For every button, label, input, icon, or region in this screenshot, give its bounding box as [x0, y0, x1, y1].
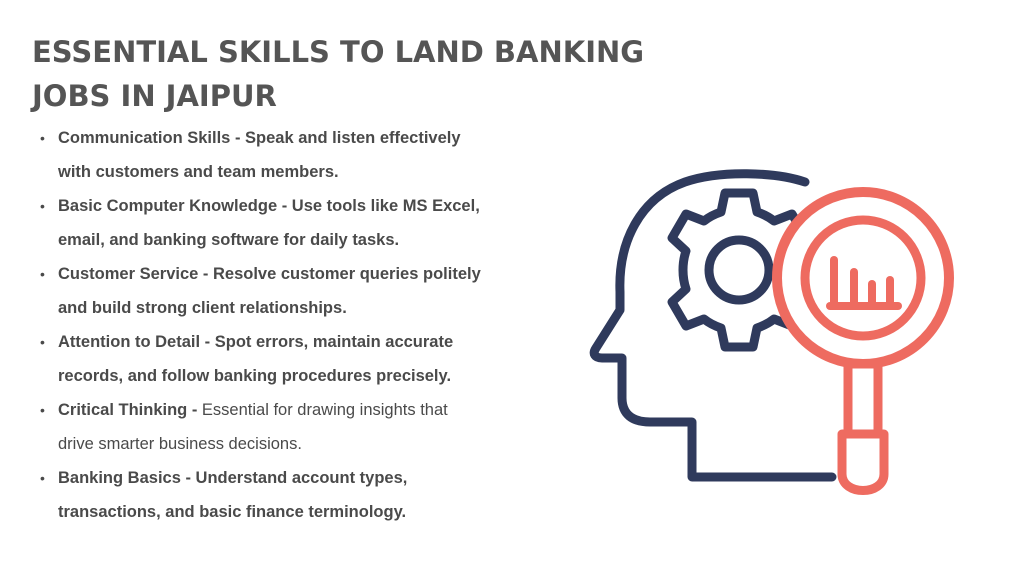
skill-description: - Speak and listen effectively: [230, 129, 461, 147]
skill-description-continued: records, and follow banking procedures p…: [58, 367, 452, 385]
skill-description-continued: transactions, and basic finance terminol…: [58, 503, 407, 521]
page-title-line-2: JOBS IN JAIPUR: [32, 79, 277, 113]
skill-description: Essential for drawing insights that: [197, 401, 448, 419]
bar-chart-icon: [826, 256, 902, 310]
skill-description: - Resolve customer queries politely: [198, 265, 481, 283]
skill-item-banking-basics: • Banking Basics - Understand account ty…: [40, 461, 540, 529]
skill-item-attention-to-detail: • Attention to Detail - Spot errors, mai…: [40, 325, 540, 393]
skill-name: Attention to Detail: [58, 333, 201, 351]
head-gear-magnifier-chart-icon: [589, 169, 954, 495]
magnifying-glass-icon: [772, 187, 954, 495]
bullet-icon: •: [40, 130, 45, 146]
head-outline: [589, 169, 837, 482]
skill-description: - Spot errors, maintain accurate: [200, 333, 454, 351]
bullet-icon: •: [40, 470, 45, 486]
bullet-icon: •: [40, 198, 45, 214]
skill-description-continued: with customers and team members.: [58, 163, 339, 181]
page-title: ESSENTIAL SKILLS TO LAND BANKING JOBS IN…: [32, 30, 672, 118]
skill-name: Basic Computer Knowledge: [58, 197, 278, 215]
skill-description-continued: and build strong client relationships.: [58, 299, 347, 317]
skill-description: - Use tools like MS Excel,: [277, 197, 480, 215]
skill-description-continued: email, and banking software for daily ta…: [58, 231, 400, 249]
skill-name: Banking Basics: [58, 469, 181, 487]
skill-name: Customer Service: [58, 265, 199, 283]
bullet-icon: •: [40, 266, 45, 282]
skill-name: Critical Thinking -: [58, 401, 198, 419]
bullet-icon: •: [40, 402, 45, 418]
skill-description-continued: drive smarter business decisions.: [58, 435, 302, 453]
skill-item-critical-thinking: • Critical Thinking - Essential for draw…: [40, 393, 540, 461]
page-title-line-1: ESSENTIAL SKILLS TO LAND BANKING: [32, 35, 645, 69]
skill-description: - Understand account types,: [180, 469, 408, 487]
skills-list: • Communication Skills - Speak and liste…: [40, 121, 540, 529]
skill-item-computer-knowledge: • Basic Computer Knowledge - Use tools l…: [40, 189, 540, 257]
skill-item-communication: • Communication Skills - Speak and liste…: [40, 121, 540, 189]
skill-item-customer-service: • Customer Service - Resolve customer qu…: [40, 257, 540, 325]
bullet-icon: •: [40, 334, 45, 350]
skill-name: Communication Skills: [58, 129, 231, 147]
